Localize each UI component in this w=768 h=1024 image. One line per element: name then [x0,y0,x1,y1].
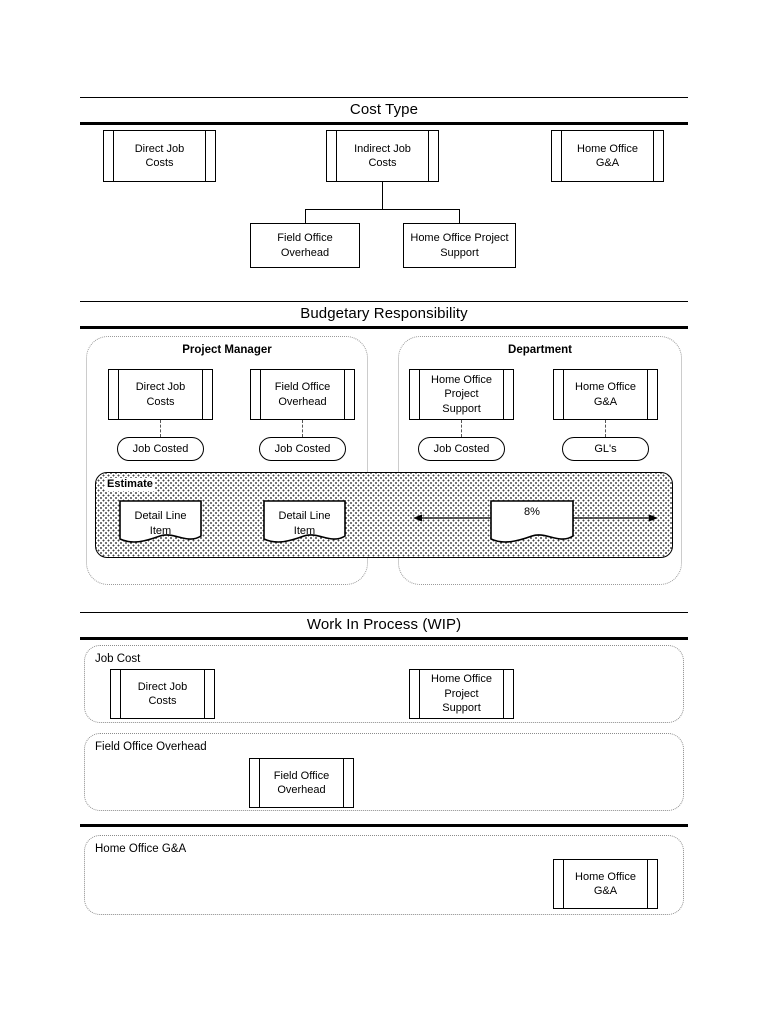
process-bar-left-icon [259,759,260,807]
process-bar-left-icon [118,370,119,419]
wip-panel-field-office-overhead: Field Office Overhead [84,733,684,811]
wip-box-field-office-overhead[interactable]: Field Office Overhead [249,758,354,808]
estimate-document-detail-line-item-1[interactable]: Detail Line Item [119,500,202,545]
cost-type-box-home-office-ga[interactable]: Home Office G&A [551,130,664,182]
process-bar-left-icon [120,670,121,718]
wip-panel-title-home-office-ga: Home Office G&A [95,843,187,855]
header-rule-bottom [80,326,688,329]
group-title-project-manager: Project Manager [182,344,272,356]
process-bar-right-icon [428,131,429,181]
section-header-cost-type: Cost Type [80,97,688,125]
header-rule-bottom [80,637,688,640]
box-label: Home Office G&A [577,142,638,170]
wip-box-home-office-project-support[interactable]: Home Office Project Support [409,669,514,719]
cost-type-box-direct-job-costs[interactable]: Direct Job Costs [103,130,216,182]
process-bar-right-icon [503,670,504,718]
budget-oval-pm-field-job-costed[interactable]: Job Costed [259,437,346,461]
process-bar-left-icon [336,131,337,181]
wip-box-direct-job-costs[interactable]: Direct Job Costs [110,669,215,719]
group-title-department: Department [508,344,572,356]
process-bar-right-icon [344,370,345,419]
wip-panel-title-field-office-overhead: Field Office Overhead [95,741,207,753]
box-label: Home Office G&A [575,870,636,898]
header-rule-top [80,301,688,302]
budget-box-pm-field-office-overhead[interactable]: Field Office Overhead [250,369,355,420]
document-shape-icon [263,500,346,543]
section-title-budgetary: Budgetary Responsibility [300,305,468,322]
connector-to-field-office-overhead [305,209,306,223]
connector-indirect-stem [382,182,383,209]
box-label: Home Office Project Support [431,673,492,715]
box-label: Home Office G&A [575,381,636,408]
process-bar-right-icon [202,370,203,419]
cost-type-box-field-office-overhead[interactable]: Field Office Overhead [250,223,360,268]
header-rule-bottom [80,122,688,125]
process-bar-left-icon [419,670,420,718]
budget-oval-dept-gls[interactable]: GL's [562,437,649,461]
box-label: Home Office Project Support [410,231,509,259]
wip-panel-title-job-cost: Job Cost [95,653,141,665]
estimate-document-percent-eight[interactable]: 8% [490,500,574,545]
group-project-manager: Project Manager [86,336,368,585]
process-bar-right-icon [647,370,648,419]
process-bar-right-icon [503,370,504,419]
process-bar-left-icon [260,370,261,419]
connector-to-home-office-project-support [459,209,460,223]
connector-indirect-bus [305,209,460,210]
budget-box-dept-home-office-project-support[interactable]: Home Office Project Support [409,369,514,420]
oval-label: GL's [594,442,617,455]
budget-oval-pm-direct-job-costed[interactable]: Job Costed [117,437,204,461]
process-bar-right-icon [653,131,654,181]
group-department: Department [398,336,682,585]
process-bar-right-icon [343,759,344,807]
connector-dept-ga-to-oval [605,420,606,437]
estimate-title: Estimate [105,478,155,491]
box-label: Direct Job Costs [135,381,186,408]
section-header-budgetary: Budgetary Responsibility [80,301,688,329]
connector-dept-hops-to-oval [461,420,462,437]
wip-box-home-office-ga[interactable]: Home Office G&A [553,859,658,909]
budget-oval-dept-job-costed[interactable]: Job Costed [418,437,505,461]
document-shape-icon [119,500,202,543]
oval-label: Job Costed [132,442,189,455]
section-header-wip: Work In Process (WIP) [80,612,688,640]
box-label: Field Office Overhead [274,381,331,408]
budget-box-pm-direct-job-costs[interactable]: Direct Job Costs [108,369,213,420]
header-rule-top [80,612,688,613]
process-bar-left-icon [563,370,564,419]
cost-type-box-indirect-job-costs[interactable]: Indirect Job Costs [326,130,439,182]
box-label: Direct Job Costs [137,680,188,708]
box-label: Indirect Job Costs [354,142,411,170]
section-title-cost-type: Cost Type [349,101,419,118]
estimate-document-detail-line-item-2[interactable]: Detail Line Item [263,500,346,545]
oval-label: Job Costed [433,442,490,455]
process-bar-right-icon [204,670,205,718]
document-shape-icon [490,500,574,543]
process-bar-left-icon [561,131,562,181]
connector-pm-field-to-oval [302,420,303,437]
process-bar-left-icon [563,860,564,908]
process-bar-left-icon [113,131,114,181]
wip-divider-rule [80,824,688,827]
box-label: Direct Job Costs [134,142,185,170]
oval-label: Job Costed [274,442,331,455]
connector-pm-direct-to-oval [160,420,161,437]
process-bar-left-icon [419,370,420,419]
cost-type-box-home-office-project-support[interactable]: Home Office Project Support [403,223,516,268]
box-label: Field Office Overhead [277,231,333,259]
box-label: Home Office Project Support [431,373,492,415]
section-title-wip: Work In Process (WIP) [306,616,462,633]
box-label: Field Office Overhead [273,769,330,797]
process-bar-right-icon [205,131,206,181]
process-bar-right-icon [647,860,648,908]
budget-box-dept-home-office-ga[interactable]: Home Office G&A [553,369,658,420]
header-rule-top [80,97,688,98]
